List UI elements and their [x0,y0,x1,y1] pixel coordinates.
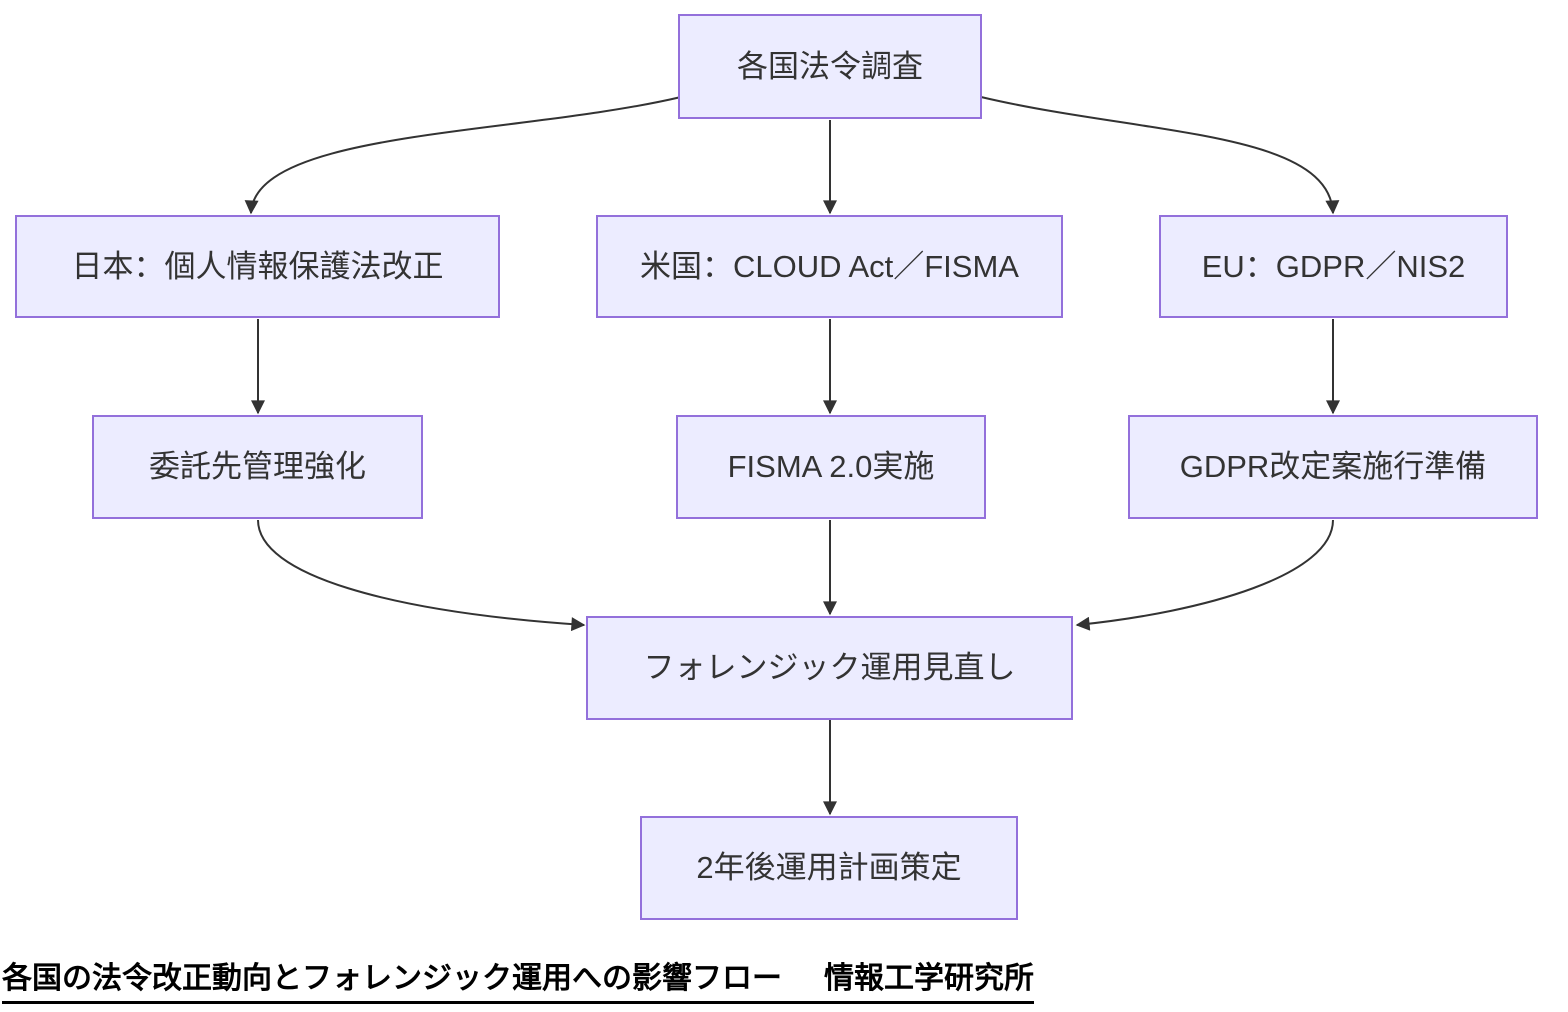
node-plan2y-label: 2年後運用計画策定 [696,850,962,886]
node-japan-label: 日本：個人情報保護法改正 [71,248,444,284]
node-outsourcing-label: 委託先管理強化 [149,449,366,485]
caption-org: 情報工学研究所 [824,962,1034,995]
node-usa-label: 米国：CLOUD Act／FISMA [640,248,1019,284]
node-plan2y: 2年後運用計画策定 [640,816,1018,920]
node-eu: EU：GDPR／NIS2 [1159,215,1508,318]
node-gdprprep-label: GDPR改定案施行準備 [1179,449,1487,485]
node-fisma20: FISMA 2.0実施 [676,415,986,519]
diagram-caption: 各国の法令改正動向とフォレンジック運用への影響フロー 情報工学研究所 [2,953,1034,1004]
node-survey: 各国法令調査 [678,14,982,119]
node-gdprprep: GDPR改定案施行準備 [1128,415,1538,519]
node-forensics-label: フォレンジック運用見直し [643,650,1016,686]
node-fisma20-label: FISMA 2.0実施 [727,449,935,485]
node-japan: 日本：個人情報保護法改正 [15,215,500,318]
node-usa: 米国：CLOUD Act／FISMA [596,215,1063,318]
edge-outsourcing-forensics [257,519,586,632]
node-survey-label: 各国法令調査 [737,48,923,84]
edge-survey-japan [244,96,682,215]
caption-title: 各国の法令改正動向とフォレンジック運用への影響フロー [2,962,782,995]
edge-survey-eu [980,96,1340,215]
node-forensics: フォレンジック運用見直し [586,616,1073,720]
edge-gdprprep-forensics [1075,519,1334,631]
node-eu-label: EU：GDPR／NIS2 [1201,248,1466,284]
node-outsourcing: 委託先管理強化 [92,415,423,519]
